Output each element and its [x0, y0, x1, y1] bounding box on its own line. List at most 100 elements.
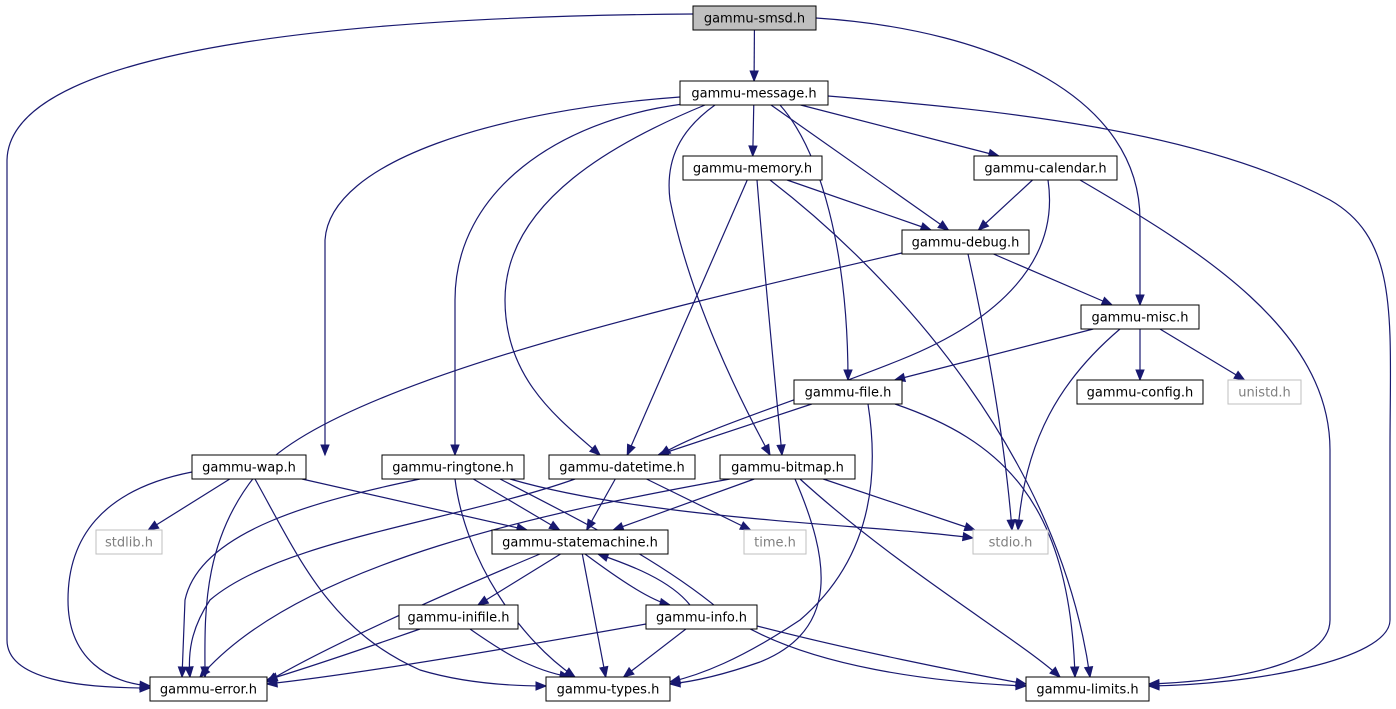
arrowhead-icon	[843, 369, 853, 382]
arrowhead-icon	[1083, 665, 1094, 679]
node-memory[interactable]: gammu-memory.h	[682, 155, 823, 181]
edge-message-to-bitmap	[668, 104, 771, 457]
edge-statemachine-to-info	[584, 553, 672, 608]
edge-line	[815, 17, 1141, 305]
node-unistd: unistd.h	[1227, 379, 1302, 405]
node-box	[973, 155, 1118, 181]
node-box	[645, 604, 758, 630]
node-label: gammu-wap.h	[202, 461, 296, 476]
arrowhead-icon	[1233, 370, 1246, 381]
node-inifile[interactable]: gammu-inifile.h	[398, 604, 519, 630]
arrowhead-icon	[937, 220, 950, 231]
edge-smsd-to-error	[6, 13, 694, 693]
arrowhead-icon	[139, 680, 152, 690]
arrowhead-icon	[668, 678, 681, 688]
edge-line	[509, 478, 974, 539]
edge-line	[1159, 328, 1245, 381]
node-label: time.h	[754, 536, 796, 551]
arrowhead-icon	[748, 145, 758, 158]
arrowhead-icon	[611, 521, 625, 531]
node-box	[679, 80, 829, 106]
edge-line	[499, 478, 1027, 687]
edge-file-to-limits	[894, 403, 1080, 679]
node-time: time.h	[743, 529, 807, 555]
edge-misc-to-stdio	[1014, 328, 1121, 532]
node-message[interactable]: gammu-message.h	[679, 80, 829, 106]
arrowhead-icon	[450, 444, 460, 457]
edge-line	[978, 179, 1033, 231]
node-ringtone[interactable]: gammu-ringtone.h	[381, 454, 525, 480]
node-label: gammu-statemachine.h	[502, 536, 658, 551]
arrowhead-icon	[1006, 519, 1016, 532]
nodes-layer: gammu-smsd.h gammu-message.h gammu-memory.…	[95, 5, 1302, 702]
node-debug[interactable]: gammu-debug.h	[901, 229, 1030, 255]
node-smsd[interactable]: gammu-smsd.h	[692, 5, 817, 31]
node-label: gammu-message.h	[691, 87, 816, 102]
arrowhead-icon	[535, 681, 548, 691]
node-statemachine[interactable]: gammu-statemachine.h	[491, 529, 669, 555]
edge-line	[147, 478, 231, 531]
arrowhead-icon	[760, 443, 771, 457]
edge-line	[1079, 179, 1331, 685]
arrowhead-icon	[963, 522, 977, 532]
node-file[interactable]: gammu-file.h	[793, 379, 903, 405]
arrowhead-icon	[596, 552, 610, 562]
node-info[interactable]: gammu-info.h	[645, 604, 758, 630]
node-bitmap[interactable]: gammu-bitmap.h	[719, 454, 856, 480]
node-box	[149, 676, 268, 702]
edge-message-to-file	[779, 104, 853, 382]
edge-line	[967, 253, 1013, 531]
node-limits[interactable]: gammu-limits.h	[1025, 676, 1150, 702]
arrowhead-icon	[961, 531, 975, 542]
edge-ringtone-to-error	[177, 478, 421, 679]
edge-ringtone-to-statemachine	[473, 478, 561, 531]
node-calendar[interactable]: gammu-calendar.h	[973, 155, 1118, 181]
node-datetime[interactable]: gammu-datetime.h	[548, 454, 696, 480]
node-wap[interactable]: gammu-wap.h	[191, 454, 307, 480]
node-error[interactable]: gammu-error.h	[149, 676, 268, 702]
node-box	[793, 379, 903, 405]
edge-statemachine-to-inifile	[476, 553, 561, 606]
edge-memory-to-debug	[786, 179, 933, 232]
edge-calendar-to-debug	[977, 179, 1033, 231]
edge-misc-to-unistd	[1159, 328, 1246, 381]
edge-wap-to-error	[67, 471, 193, 690]
edge-line	[769, 179, 1091, 678]
edge-info-to-statemachine	[596, 552, 691, 606]
edge-smsd-to-misc	[815, 17, 1145, 307]
edge-line	[504, 104, 706, 456]
arrowhead-icon	[548, 520, 561, 531]
node-config[interactable]: gammu-config.h	[1076, 379, 1204, 405]
edge-line	[894, 403, 1076, 678]
node-stdlib: stdlib.h	[95, 529, 163, 555]
edge-line	[204, 252, 903, 678]
edge-line	[894, 328, 1094, 381]
node-label: stdio.h	[989, 536, 1033, 551]
node-box	[191, 454, 307, 480]
node-label: gammu-config.h	[1087, 386, 1194, 401]
node-label: gammu-info.h	[656, 611, 747, 626]
arrowhead-icon	[599, 665, 609, 679]
edge-message-to-debug	[770, 104, 950, 231]
node-box	[692, 5, 817, 31]
edge-line	[786, 179, 932, 231]
arrowhead-icon	[1135, 294, 1145, 307]
arrowhead-icon	[776, 444, 786, 457]
node-box	[491, 529, 669, 555]
node-box	[901, 229, 1030, 255]
edge-misc-to-config	[1135, 329, 1145, 382]
edge-line	[597, 553, 691, 606]
node-label: gammu-smsd.h	[704, 12, 805, 27]
node-box	[381, 454, 525, 480]
arrowhead-icon	[1069, 666, 1080, 679]
edge-line	[646, 478, 751, 531]
node-misc[interactable]: gammu-misc.h	[1080, 304, 1200, 330]
arrowhead-icon	[1135, 369, 1145, 382]
arrowhead-icon	[147, 520, 160, 531]
edge-calendar-to-limits	[1079, 179, 1331, 689]
edge-memory-to-datetime	[626, 179, 748, 457]
edge-line	[657, 403, 813, 456]
arrowhead-icon	[1100, 296, 1114, 306]
node-types[interactable]: gammu-types.h	[545, 676, 671, 702]
edge-line	[454, 103, 684, 455]
